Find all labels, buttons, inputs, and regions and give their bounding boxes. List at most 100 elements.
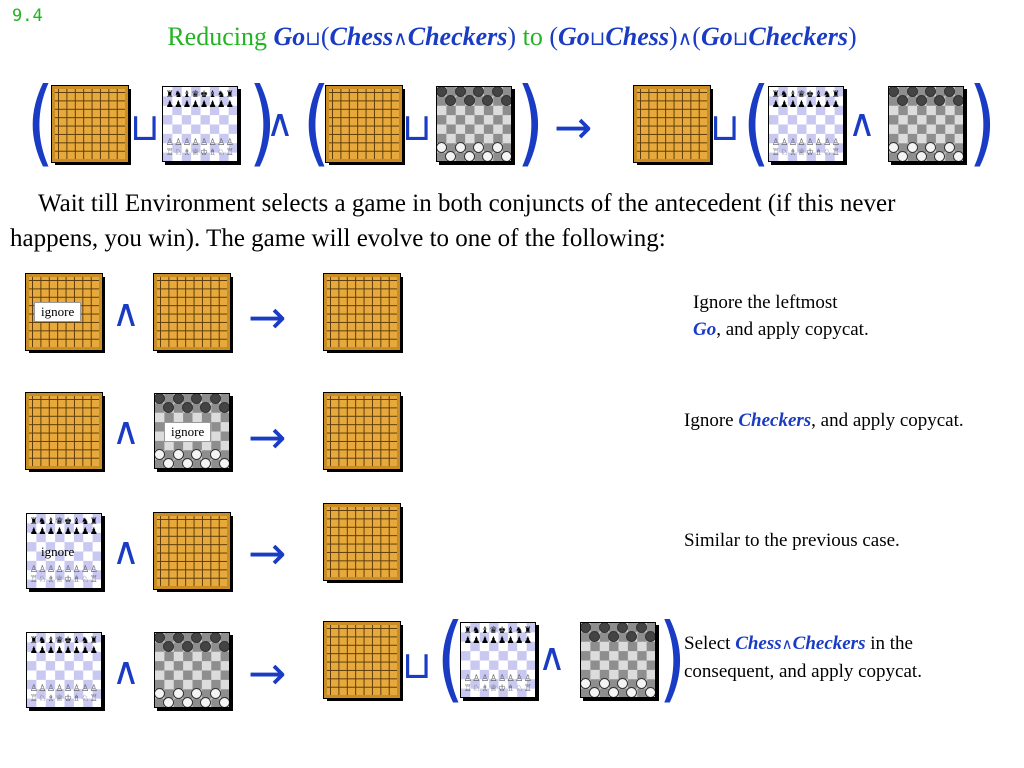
case3-note: Similar to the previous case. xyxy=(684,530,900,551)
formula-and-1: ∧ xyxy=(266,101,294,145)
case3-and: ∧ xyxy=(112,529,140,573)
checkers-piece xyxy=(155,448,165,460)
checkers-piece xyxy=(155,394,165,404)
checkers-piece xyxy=(181,641,193,653)
title-join-1: ⊔ xyxy=(305,26,321,50)
checkers-piece xyxy=(589,631,601,643)
case4-lparen: ( xyxy=(436,604,465,713)
case4-or: ⊔ xyxy=(402,643,432,687)
case4-note-text-a: Select xyxy=(684,633,736,654)
checkers-piece xyxy=(445,150,457,161)
chess-board: ♜♞♝♛♚♝♞♜♟♟♟♟♟♟♟♟♙♙♙♙♙♙♙♙♖♘♗♕♔♗♘♖ xyxy=(460,622,536,698)
checkers-piece xyxy=(500,150,511,161)
checkers-piece xyxy=(163,402,175,414)
checkers-piece xyxy=(473,141,484,153)
checkers-piece xyxy=(906,87,918,97)
checkers-piece xyxy=(889,87,899,97)
checkers-piece xyxy=(897,95,909,107)
chess-piece-row: ♙♙♙♙♙♙♙♙ xyxy=(165,138,235,148)
case4-arrow: → xyxy=(248,646,287,700)
chess-piece-row: ♙♙♙♙♙♙♙♙ xyxy=(29,684,99,694)
checkers-piece xyxy=(200,402,212,414)
checkers-piece xyxy=(482,95,494,107)
checkers-piece xyxy=(181,402,193,414)
checkers-piece xyxy=(934,95,946,107)
checkers-piece xyxy=(635,623,647,633)
checkers-piece xyxy=(454,141,466,153)
checkers-piece xyxy=(191,448,202,460)
checkers-piece xyxy=(889,141,899,153)
case1-note-text-c: , and apply copycat. xyxy=(716,319,869,340)
checkers-piece xyxy=(200,641,212,653)
checkers-piece xyxy=(500,95,511,107)
chess-piece-row: ♟♟♟♟♟♟♟♟ xyxy=(463,636,533,646)
title-join-2: ⊔ xyxy=(589,26,606,50)
title-rparen-3: ) xyxy=(848,22,857,51)
checkers-piece xyxy=(915,150,927,161)
chess-piece-row: ♜♞♝♛♚♝♞♜ xyxy=(165,90,235,100)
case3-arrow: → xyxy=(248,526,287,580)
chess-piece-row: ♜♞♝♛♚♝♞♜ xyxy=(771,90,841,100)
formula-lparen-1: ( xyxy=(26,68,55,177)
title-meet-2: ∧ xyxy=(677,26,693,50)
checkers-piece xyxy=(617,623,628,633)
title-rparen-1: ) xyxy=(507,22,517,51)
title-word-reducing: Reducing xyxy=(167,22,267,51)
chess-board: ♜♞♝♛♚♝♞♜♟♟♟♟♟♟♟♟♙♙♙♙♙♙♙♙♖♘♗♕♔♗♘♖ xyxy=(768,86,844,162)
checkers-piece xyxy=(915,95,927,107)
checkers-piece xyxy=(598,623,610,633)
title-checkers-2: Checkers xyxy=(748,22,849,51)
chess-piece-row: ♖♘♗♕♔♗♘♖ xyxy=(463,684,533,694)
checkers-piece xyxy=(181,696,193,707)
chess-piece-row: ♙♙♙♙♙♙♙♙ xyxy=(463,674,533,684)
case2-note-text-a: Ignore xyxy=(684,410,739,431)
checkers-board xyxy=(580,622,656,698)
chess-piece-row: ♖♘♗♕♔♗♘♖ xyxy=(771,148,841,158)
title-meet-1: ∧ xyxy=(393,26,408,50)
checkers-piece xyxy=(635,677,647,689)
go-board xyxy=(323,621,401,699)
checkers-piece xyxy=(155,687,165,699)
formula-or-2: ⊔ xyxy=(402,105,432,149)
checkers-piece xyxy=(952,150,963,161)
go-board xyxy=(153,512,231,590)
formula-rparen-1: ) xyxy=(248,68,277,177)
case4-rparen: ) xyxy=(658,604,687,713)
go-board xyxy=(323,392,401,470)
go-board xyxy=(325,85,403,163)
title-rparen-2: ) xyxy=(668,22,678,51)
checkers-piece xyxy=(925,87,936,97)
checkers-piece xyxy=(218,457,229,468)
formula-rparen-2: ) xyxy=(516,68,545,177)
ignore-label: ignore xyxy=(164,422,212,442)
checkers-piece xyxy=(482,150,494,161)
go-board xyxy=(323,503,401,581)
title-lparen-2: ( xyxy=(549,22,558,51)
checkers-piece xyxy=(454,87,466,97)
case1-and: ∧ xyxy=(112,291,140,335)
title-word-to: to xyxy=(522,22,543,51)
case1-note-go: Go xyxy=(693,319,717,340)
checkers-piece xyxy=(491,87,503,97)
checkers-piece xyxy=(200,696,212,707)
chess-piece-row: ♜♞♝♛♚♝♞♜ xyxy=(29,517,99,527)
go-board xyxy=(51,85,129,163)
case4-and-inner: ∧ xyxy=(538,635,566,679)
checkers-piece xyxy=(209,394,221,404)
chess-board: ♜♞♝♛♚♝♞♜♟♟♟♟♟♟♟♟♙♙♙♙♙♙♙♙♖♘♗♕♔♗♘♖ xyxy=(26,513,102,589)
case4-note-chess: Chess xyxy=(735,633,782,654)
case2-note-text-c: , and apply copycat. xyxy=(811,410,964,431)
chess-piece-row: ♟♟♟♟♟♟♟♟ xyxy=(29,646,99,656)
checkers-piece xyxy=(209,633,221,643)
case1-note: Ignore the leftmost Go, and apply copyca… xyxy=(693,289,993,343)
checkers-piece xyxy=(437,141,447,153)
chess-piece-row: ♖♘♗♕♔♗♘♖ xyxy=(29,575,99,585)
checkers-piece xyxy=(581,623,591,633)
checkers-piece xyxy=(463,95,475,107)
checkers-piece xyxy=(172,394,184,404)
title-go-2: Go xyxy=(558,22,590,51)
checkers-piece xyxy=(191,633,202,643)
formula-lparen-2: ( xyxy=(302,68,331,177)
formula-and-2: ∧ xyxy=(848,101,876,145)
title-checkers-1: Checkers xyxy=(407,22,508,51)
